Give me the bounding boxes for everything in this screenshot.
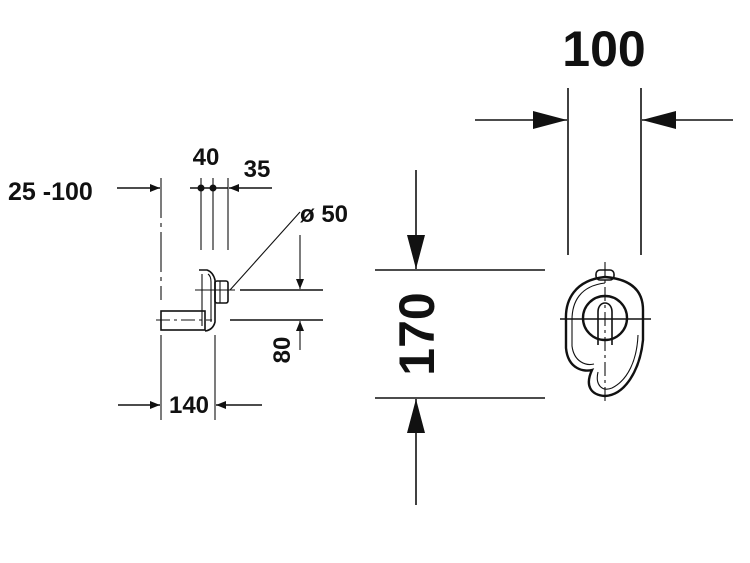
leader-line	[229, 211, 301, 291]
diameter-label: ø 50	[300, 201, 348, 228]
adjust-range-label: 25 -100	[8, 178, 93, 206]
offset-a-label: 40	[193, 144, 220, 171]
drop-label: 80	[269, 337, 296, 364]
urinal-front-view	[560, 262, 651, 405]
trap-fitting-side-view	[156, 269, 235, 332]
depth-label: 140	[169, 392, 209, 419]
offset-b-label: 35	[244, 156, 271, 183]
width-dimension-label: 100	[562, 21, 645, 77]
height-label: 170	[389, 292, 445, 375]
